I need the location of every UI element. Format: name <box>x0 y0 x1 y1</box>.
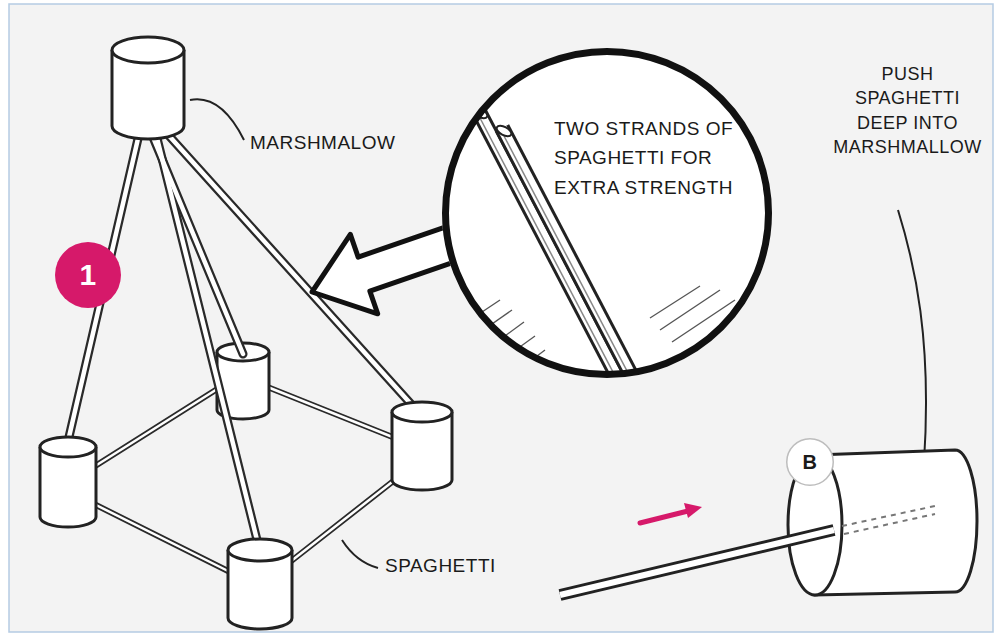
callout-letter: B <box>786 438 834 486</box>
callout-number: 1 <box>55 242 121 308</box>
part-label: SPAGHETTI <box>385 553 545 579</box>
part-label: MARSHMALOW <box>250 130 450 156</box>
node-circle <box>787 439 834 486</box>
spaghetti-rod <box>560 530 834 595</box>
hidden-spaghetti <box>844 514 935 534</box>
marshmallow <box>228 539 292 629</box>
node-text: TWO STRANDS OF SPAGHETTI FOR EXTRA STREN… <box>554 114 736 202</box>
leader-line <box>190 99 244 140</box>
push-arrow <box>640 503 702 523</box>
panel-background <box>9 4 993 632</box>
node-outline <box>442 48 772 378</box>
pyramid-spaghetti <box>66 128 420 552</box>
node-circle <box>446 52 769 375</box>
node-text: 1 <box>55 242 121 308</box>
marshmallow <box>40 437 96 527</box>
magnifier-circle: TWO STRANDS OF SPAGHETTI FOR EXTRA STREN… <box>442 48 772 378</box>
leader-line <box>342 540 378 568</box>
lens-detail <box>455 106 755 438</box>
instruction-note: PUSH SPAGHETTI DEEP INTO MARSHMALLOW <box>830 62 985 159</box>
node-text: B <box>786 438 834 486</box>
marshmallow <box>392 402 452 490</box>
hidden-spaghetti <box>842 506 935 526</box>
node-circle <box>55 242 121 308</box>
leader-line <box>898 210 926 462</box>
marshmallow <box>112 37 184 139</box>
